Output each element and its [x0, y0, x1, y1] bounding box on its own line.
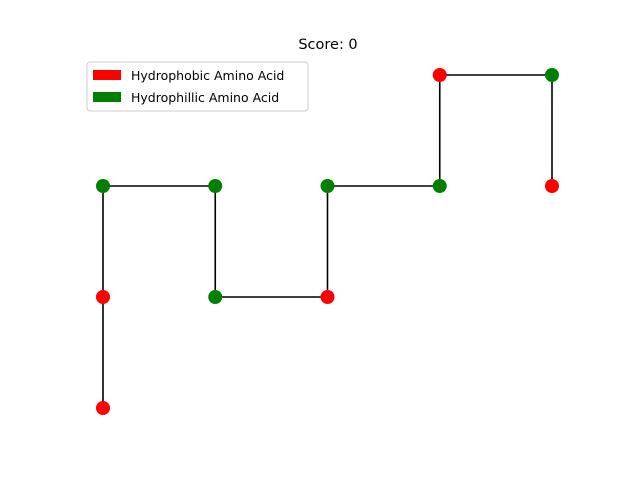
legend-label-hydrophilic: Hydrophillic Amino Acid [131, 90, 279, 105]
legend-label-hydrophobic: Hydrophobic Amino Acid [131, 68, 284, 83]
chain-bonds [102, 74, 553, 408]
hydrophobic-residue[interactable] [320, 290, 335, 304]
legend-swatch-hydrophobic [93, 70, 121, 80]
hydrophilic-residue[interactable] [320, 179, 335, 193]
hydrophobic-residue[interactable] [432, 68, 447, 82]
score-title: Score: 0 [298, 37, 357, 53]
legend-swatch-hydrophilic [93, 92, 121, 102]
hydrophobic-residue[interactable] [545, 179, 559, 193]
legend: Hydrophobic Amino Acid Hydrophillic Amin… [86, 61, 309, 112]
hydrophilic-residue[interactable] [432, 179, 447, 193]
hydrophilic-residue[interactable] [208, 179, 223, 193]
hydrophobic-residue[interactable] [96, 290, 110, 304]
legend-box [86, 61, 309, 112]
hydrophilic-residue[interactable] [96, 179, 110, 193]
chain-residues [96, 68, 559, 415]
hydrophilic-residue[interactable] [545, 68, 559, 82]
hydrophilic-residue[interactable] [208, 290, 223, 304]
hydrophobic-residue[interactable] [96, 401, 110, 415]
